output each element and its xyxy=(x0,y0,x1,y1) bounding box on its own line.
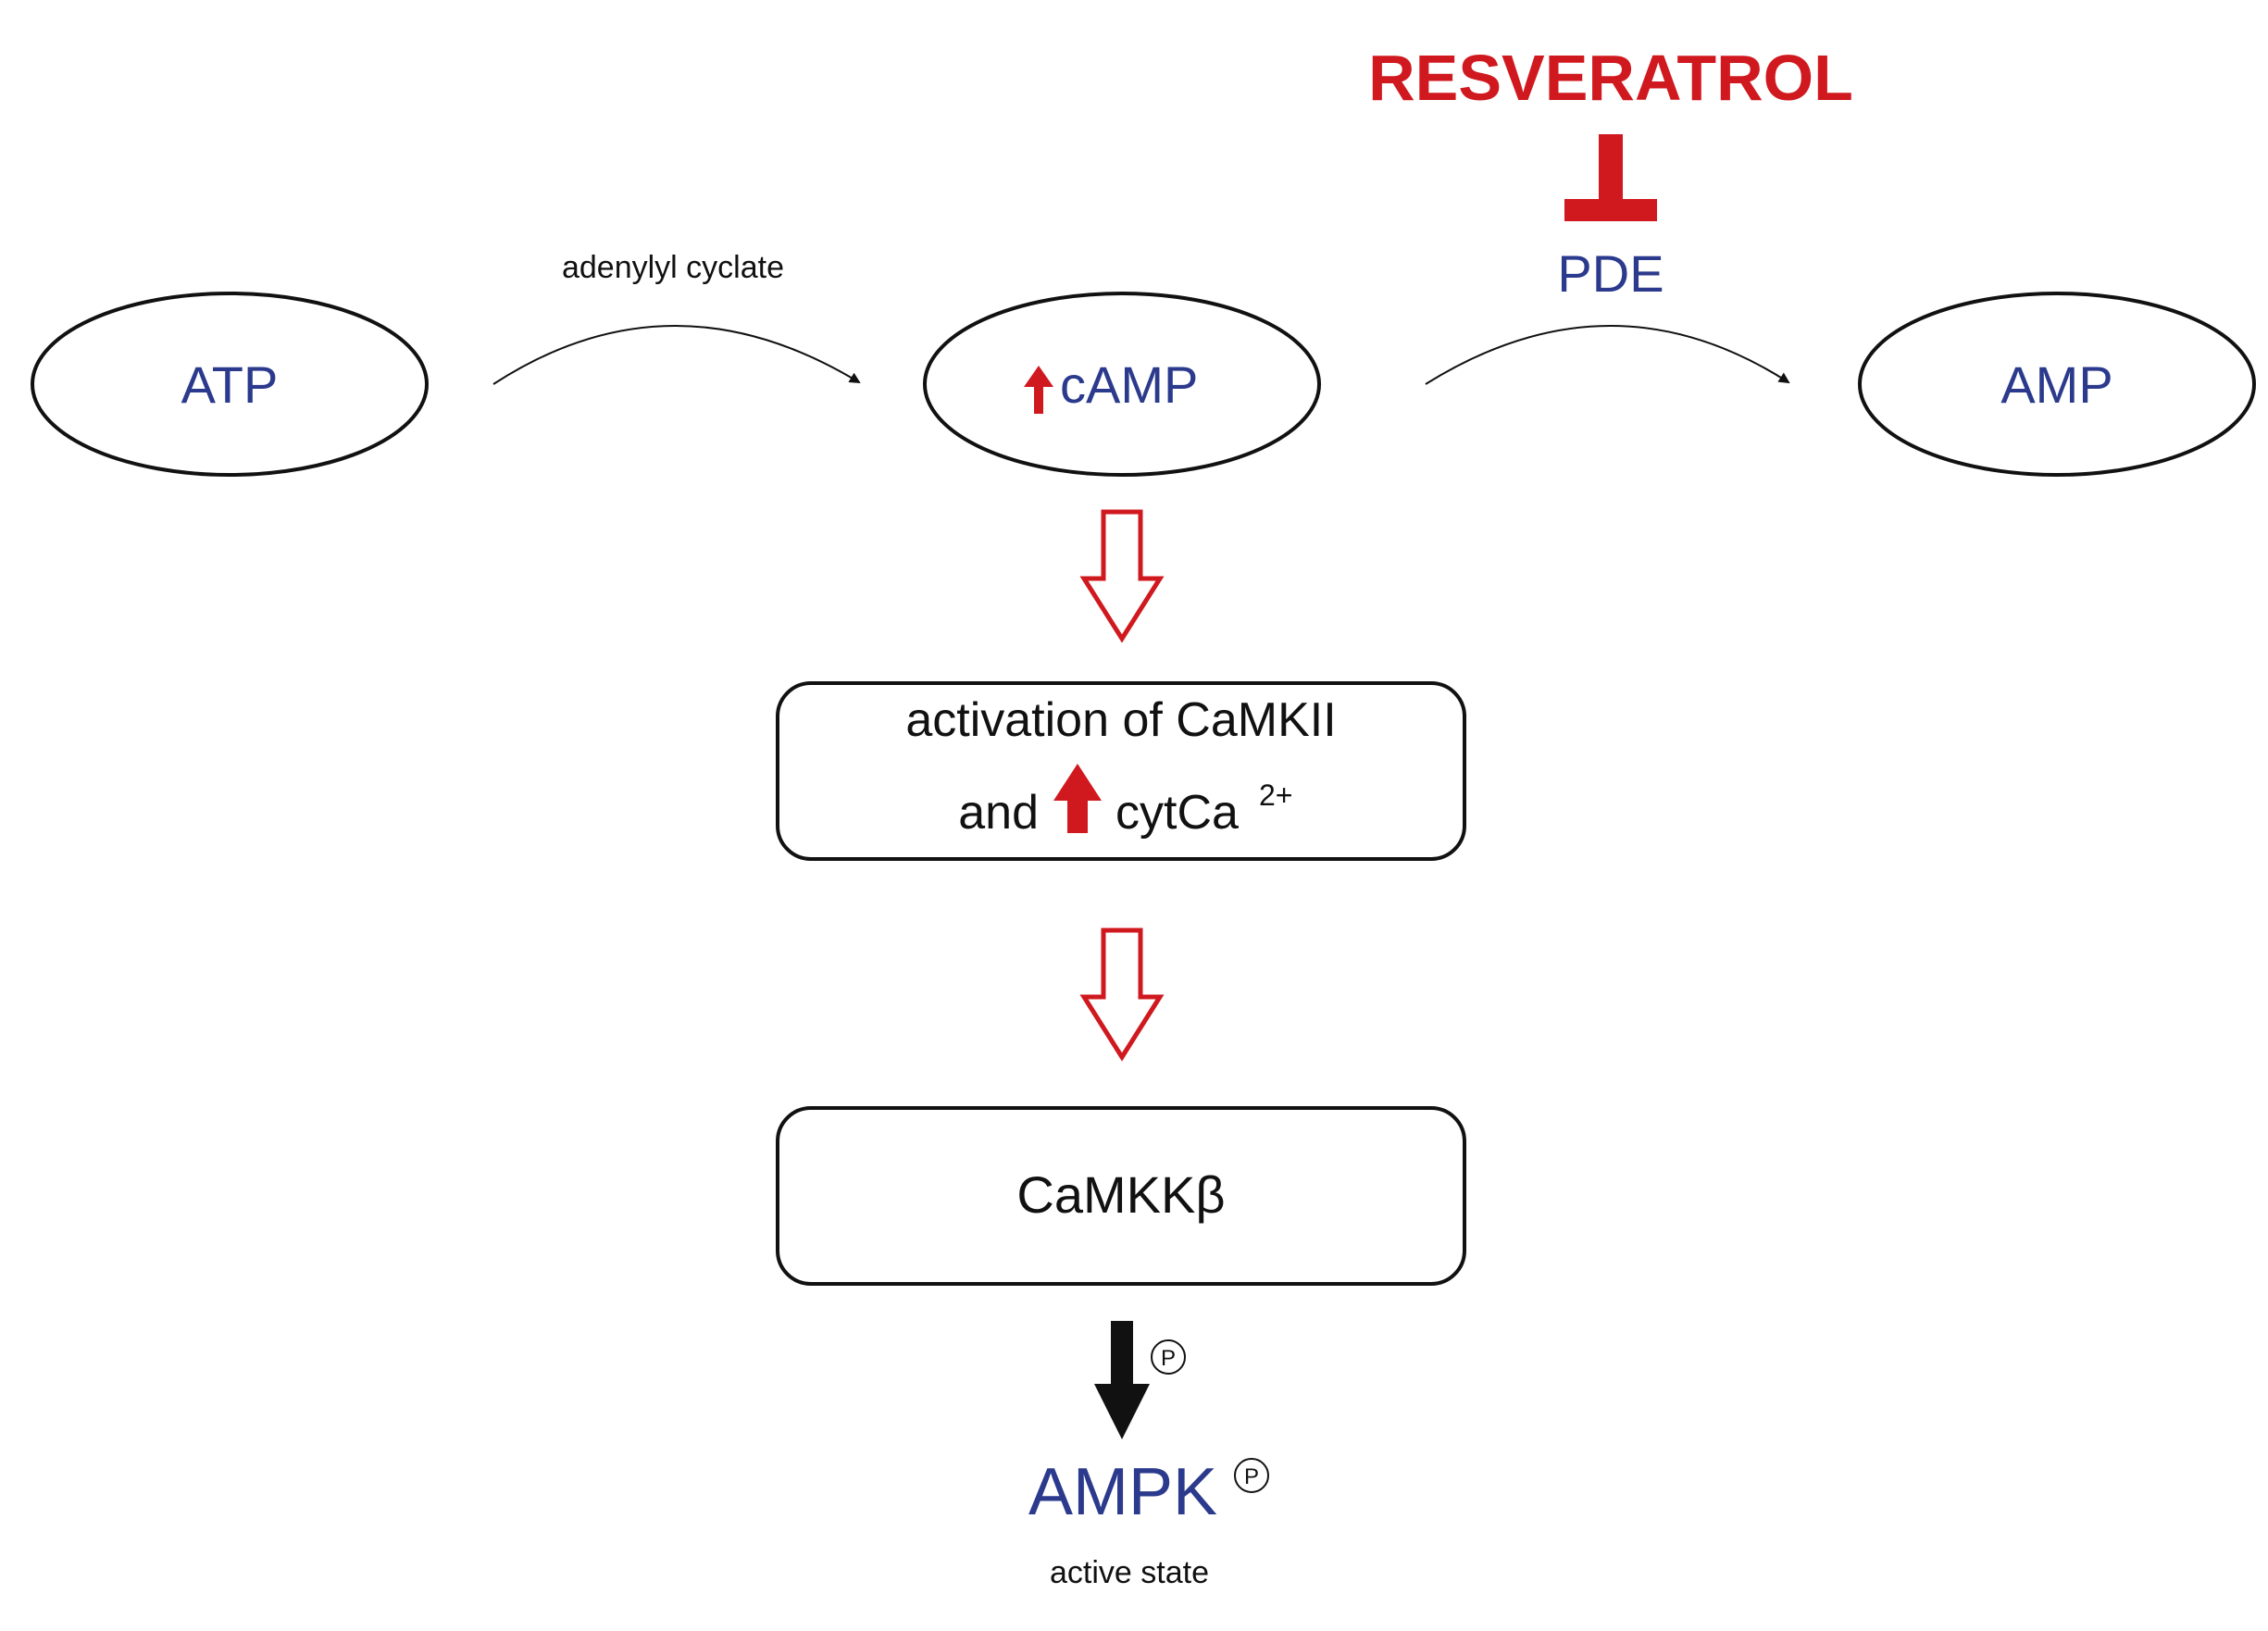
amp-label: AMP xyxy=(2000,355,2112,414)
pde-label: PDE xyxy=(1557,244,1664,303)
atp-node: ATP xyxy=(31,292,429,477)
hollow-down-arrow-icon xyxy=(1079,928,1165,1062)
adenylyl-cyclate-label: adenylyl cyclate xyxy=(562,250,784,285)
camp-to-amp-arrow xyxy=(1425,325,1790,385)
amp-node: AMP xyxy=(1858,292,2256,477)
activation-cytca: cytCa xyxy=(1115,786,1239,840)
activation-and: and xyxy=(958,786,1039,840)
ampk-label: AMPK xyxy=(1028,1455,1217,1529)
atp-label: ATP xyxy=(181,355,279,414)
solid-down-arrow-icon xyxy=(1094,1321,1150,1439)
ampk-state-label: active state xyxy=(1050,1555,1209,1590)
up-arrow-icon xyxy=(1024,366,1053,414)
camkkb-box: CaMKKβ xyxy=(776,1106,1466,1286)
activation-line1: activation of CaMKII xyxy=(905,693,1336,747)
camp-node: cAMP xyxy=(923,292,1321,477)
atp-to-camp-arrow xyxy=(492,325,861,385)
up-arrow-icon xyxy=(1053,764,1102,833)
hollow-down-arrow-icon xyxy=(1079,509,1165,643)
phosphate-circle-icon: P xyxy=(1234,1458,1269,1493)
activation-superscript: 2+ xyxy=(1259,778,1292,812)
phosphate-circle-icon: P xyxy=(1151,1339,1186,1375)
activation-box: activation of CaMKII and cytCa 2+ xyxy=(776,681,1466,861)
camkkb-label: CaMKKβ xyxy=(1016,1165,1225,1224)
phosphate-symbol: P xyxy=(1244,1464,1259,1489)
phosphate-symbol: P xyxy=(1161,1346,1176,1371)
camp-label: cAMP xyxy=(1060,355,1198,414)
resveratrol-label: RESVERATROL xyxy=(1368,42,1853,114)
inhibition-tbar-icon xyxy=(1564,134,1657,221)
